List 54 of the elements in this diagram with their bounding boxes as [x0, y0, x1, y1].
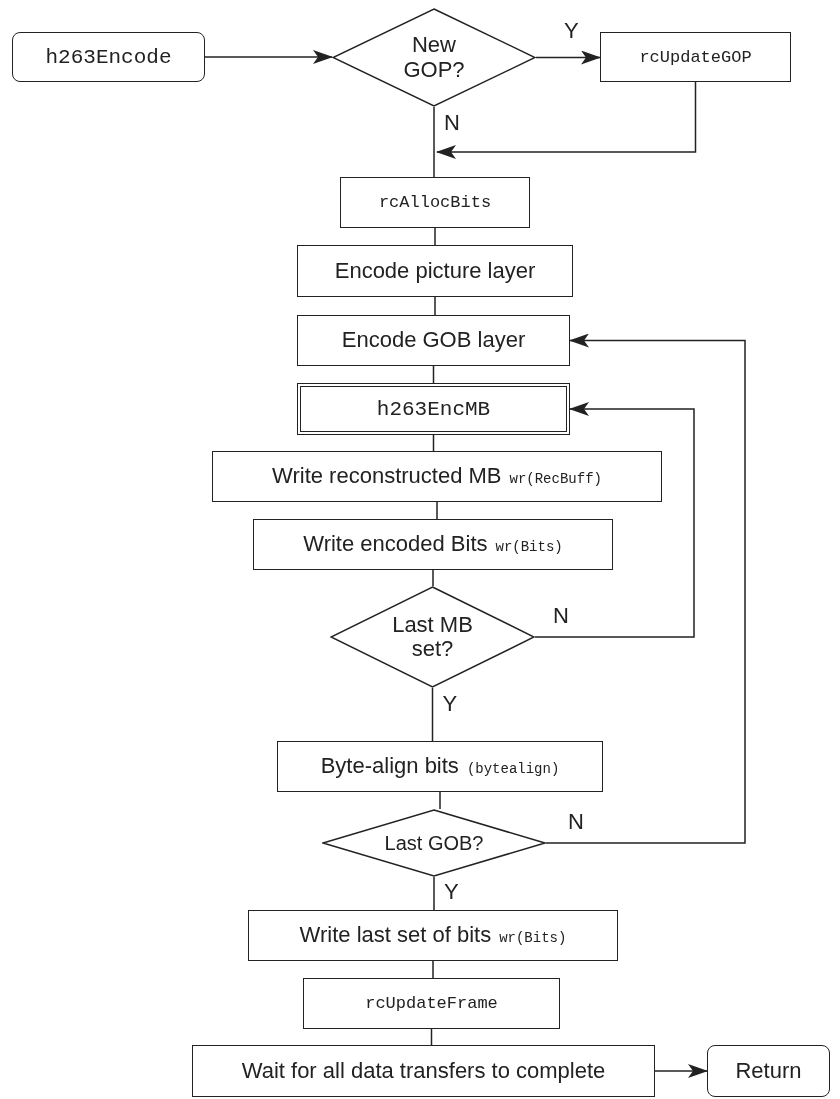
code-text: rcUpdateGOP — [639, 47, 752, 67]
code-text: rcUpdateFrame — [365, 994, 498, 1013]
edge-label: Y — [444, 881, 459, 903]
step-text: Encode GOB layer — [341, 328, 526, 353]
arrow — [654, 1064, 708, 1078]
code-text: wr(Bits) — [499, 930, 567, 947]
connector-line — [433, 876, 435, 911]
step-text: Write encoded Bits — [303, 532, 488, 557]
step-text: Last GOB? — [384, 832, 484, 854]
process-box — [192, 1045, 655, 1097]
code-text: h263Encode — [45, 45, 172, 69]
process-box — [303, 978, 560, 1029]
edge-label: N — [553, 605, 569, 627]
arrow — [545, 333, 746, 844]
arrow — [436, 81, 697, 159]
step-text: Write last set of bits — [299, 923, 492, 948]
terminal-box — [12, 32, 205, 82]
connector-line — [432, 960, 434, 979]
process-box — [248, 910, 618, 961]
edge-label: Y — [564, 19, 579, 42]
step-text: Byte-align bits — [320, 754, 459, 779]
code-text: wr(RecBuff) — [509, 471, 602, 488]
process-box — [253, 519, 613, 570]
connector-line — [434, 296, 436, 316]
step-text: Encode picture layer — [334, 258, 536, 284]
edge-label: Y — [442, 693, 458, 715]
connector-line — [433, 106, 435, 178]
process-box — [297, 245, 573, 297]
connector-line — [436, 501, 438, 520]
arrow — [535, 50, 601, 65]
code-text: rcAllocBits — [378, 193, 492, 212]
subroutine-box — [297, 383, 570, 435]
connector-line — [431, 687, 434, 742]
step-text: Return — [735, 1058, 802, 1084]
code-text: (bytealign) — [466, 761, 560, 778]
connector-line — [432, 569, 434, 587]
process-box — [212, 451, 662, 502]
process-box — [600, 32, 791, 82]
step-text: Last MB set? — [391, 612, 474, 662]
arrow — [204, 50, 333, 64]
terminal-box — [707, 1045, 830, 1097]
arrow — [534, 402, 695, 638]
edge-label: N — [444, 112, 460, 134]
process-box — [277, 741, 603, 792]
process-box — [297, 315, 570, 366]
edge-label: N — [568, 811, 584, 833]
step-text: Write reconstructed MB — [272, 464, 502, 489]
code-text: wr(Bits) — [495, 539, 563, 556]
step-text: New GOP? — [402, 33, 466, 82]
step-text: Wait for all data transfers to complete — [241, 1058, 606, 1084]
process-box — [340, 177, 530, 228]
connector-line — [434, 227, 436, 246]
code-text: h263EncMB — [376, 397, 491, 421]
connector-line — [439, 791, 441, 810]
